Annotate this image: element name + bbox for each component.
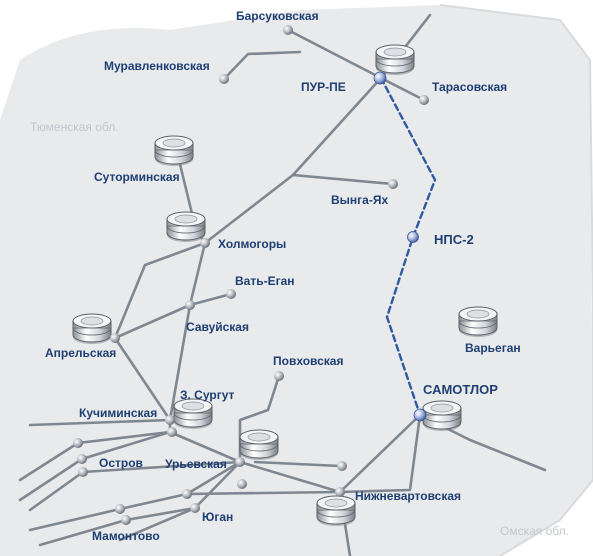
node-yugan-1 bbox=[182, 489, 192, 499]
node-muravlenkovskaya bbox=[219, 74, 229, 84]
node-yugan-2 bbox=[190, 503, 200, 513]
pipeline-muravlenkovskaya bbox=[222, 50, 302, 81]
label-uryevskaya: Урьевская bbox=[165, 457, 227, 471]
pipeline-south-1 bbox=[28, 460, 242, 532]
label-ostrov: Остров bbox=[99, 456, 143, 470]
node-kuchiminskaya bbox=[165, 415, 175, 425]
label-vynga-yakh: Вынга-Ях bbox=[331, 193, 388, 207]
oil-storage-tank-icon bbox=[154, 135, 194, 167]
oil-storage-tank-icon bbox=[239, 429, 279, 461]
label-kuchiminskaya: Кучиминская bbox=[79, 406, 157, 420]
node-povkhovskaya bbox=[274, 371, 284, 381]
oil-storage-tank-icon bbox=[375, 44, 415, 76]
pipeline-aprelskaya-surgut bbox=[113, 336, 172, 422]
label-yugan: Юган bbox=[202, 510, 233, 524]
oil-storage-tank-icon bbox=[72, 313, 112, 345]
pipeline-south-4 bbox=[118, 506, 197, 542]
pipeline-savuyskaya-aprelskaya bbox=[113, 303, 192, 340]
label-kholmogory: Холмогоры bbox=[218, 237, 286, 251]
pipeline-south-2 bbox=[38, 460, 242, 547]
node-mamontovo-1 bbox=[115, 504, 125, 514]
label-varegan: Варьеган bbox=[465, 341, 521, 355]
pipeline-samotlor-south bbox=[338, 413, 422, 494]
pipeline-uryevskaya-nizhnevartovsk bbox=[238, 460, 342, 494]
oil-storage-tank-icon bbox=[173, 398, 213, 430]
pipeline-kholmogory-aprelskaya bbox=[113, 241, 207, 340]
label-savuyskaya: Савуйская bbox=[186, 320, 249, 334]
label-aprelskaya: Апрельская bbox=[45, 346, 116, 360]
label-nps2: НПС-2 bbox=[434, 232, 474, 247]
node-purpe bbox=[373, 71, 387, 85]
node-surgut-2 bbox=[167, 427, 177, 437]
pipeline-kholmogory-savuyskaya bbox=[188, 241, 207, 307]
label-vategan: Вать-Еган bbox=[235, 274, 295, 288]
pipeline-savuyskaya-surgut bbox=[168, 303, 192, 422]
node-vategan bbox=[226, 289, 236, 299]
region-label-omsk: Омская обл. bbox=[500, 524, 569, 538]
label-samotlor: САМОТЛОР bbox=[423, 382, 498, 397]
land-region-edge bbox=[439, 4, 593, 556]
label-nizhnevartovskaya: Нижневартовская bbox=[355, 489, 461, 503]
label-barsukovskaya: Барсуковская bbox=[236, 9, 319, 23]
node-ostrov-3 bbox=[78, 467, 88, 477]
label-povkhovskaya: Повховская bbox=[273, 354, 343, 368]
node-vynga-yakh bbox=[388, 179, 398, 189]
region-label-tyumen: Тюменская обл. bbox=[30, 120, 119, 134]
oil-storage-tank-icon bbox=[458, 306, 498, 338]
pipeline-south-3 bbox=[185, 490, 342, 496]
node-aprelskaya bbox=[110, 333, 120, 343]
oil-storage-tank-icon bbox=[316, 495, 356, 527]
label-z-surgut: З. Сургут bbox=[180, 388, 235, 402]
label-tarasovskaya: Тарасовская bbox=[432, 80, 507, 94]
pipeline-tarasovskaya bbox=[379, 76, 426, 102]
node-savuyskaya bbox=[185, 300, 195, 310]
node-tarasovskaya bbox=[419, 95, 429, 105]
label-sutorminskaya: Суторминская bbox=[94, 170, 180, 184]
oil-storage-tank-icon bbox=[166, 211, 206, 243]
pipeline-nizhnevartovsk-samotlor bbox=[338, 413, 422, 494]
node-mamontovo-2 bbox=[121, 515, 131, 525]
node-nps2 bbox=[407, 231, 419, 243]
pipeline-branch-east bbox=[253, 460, 342, 468]
node-ostrov-2 bbox=[77, 454, 87, 464]
node-east-branch bbox=[337, 461, 347, 471]
node-uryevskaya-1 bbox=[235, 457, 245, 467]
oil-storage-tank-icon bbox=[422, 400, 462, 432]
node-samotlor bbox=[413, 408, 427, 422]
node-kholmogory bbox=[200, 238, 210, 248]
label-mamontovo: Мамонтово bbox=[92, 529, 160, 543]
node-uryevskaya-2 bbox=[237, 479, 247, 489]
pipeline-kuchiminskaya-west bbox=[28, 418, 172, 427]
pipeline-barsukovskaya-purpe bbox=[286, 28, 383, 80]
station-labels: Барсуковская Муравленковская ПУР-ПЕ Тара… bbox=[45, 9, 521, 543]
label-purpe: ПУР-ПЕ bbox=[301, 80, 346, 94]
label-muravlenkovskaya: Муравленковская bbox=[104, 59, 210, 73]
node-nizhnevartovsk bbox=[335, 487, 345, 497]
node-ostrov-1 bbox=[73, 438, 83, 448]
pipeline-vategan bbox=[188, 292, 233, 307]
node-barsukovskaya bbox=[283, 25, 293, 35]
pipeline-vynga-yakh bbox=[291, 173, 395, 186]
